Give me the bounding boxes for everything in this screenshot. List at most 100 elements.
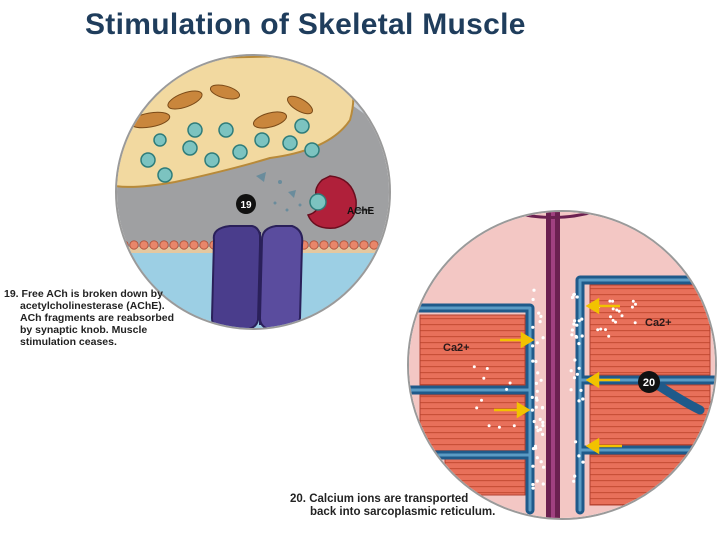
- reticulum-circle: [407, 210, 717, 520]
- calcium-ion: [580, 317, 584, 321]
- calcium-ion: [580, 334, 584, 338]
- calcium-ion: [532, 288, 536, 292]
- calcium-ion: [531, 297, 535, 302]
- calcium-ion: [508, 381, 512, 385]
- calcium-ion: [539, 314, 543, 318]
- mitochondria: [129, 84, 313, 129]
- calcium-ion: [487, 424, 491, 428]
- calcium-ion: [541, 432, 545, 436]
- calcium-ion: [534, 359, 538, 364]
- calcium-ion: [535, 456, 539, 460]
- calcium-ion: [542, 465, 546, 469]
- calcium-ion: [577, 319, 581, 323]
- calcium-ion: [505, 387, 509, 391]
- membrane-bead: [319, 240, 329, 250]
- calcium-ion: [539, 378, 543, 382]
- calcium-ion: [572, 376, 577, 380]
- calcium-ion: [611, 318, 615, 322]
- calcium-ion: [574, 440, 578, 444]
- calcium-ion: [608, 299, 612, 303]
- calcium-ion: [535, 341, 539, 345]
- calcium-ion: [531, 344, 535, 348]
- calcium-ion: [572, 292, 577, 296]
- calcium-ion: [472, 365, 476, 369]
- calcium-ion: [577, 342, 581, 346]
- calcium-ion: [541, 424, 545, 428]
- caption-20-line: Calcium ions are transported: [309, 493, 469, 505]
- membrane-bead: [309, 240, 319, 250]
- membrane-bead: [369, 240, 379, 250]
- calcium-ion: [537, 311, 541, 315]
- calcium-ion: [540, 405, 545, 410]
- calcium-ions: [472, 288, 637, 490]
- calcium-ion: [535, 425, 539, 429]
- calcium-ion: [575, 335, 579, 339]
- calcium-ion: [531, 359, 535, 363]
- calcium-ion: [577, 366, 581, 370]
- caption-19-line: stimulation ceases.: [20, 336, 117, 349]
- caption-19-line: Free ACh is broken down by: [21, 288, 163, 300]
- calcium-ion: [611, 307, 615, 311]
- calcium-ion: [575, 295, 579, 299]
- membrane-bead: [179, 240, 189, 250]
- calcium-ion: [573, 319, 577, 323]
- calcium-ion: [572, 322, 576, 326]
- step-badge-19-label: 19: [240, 200, 252, 211]
- page-title: Stimulation of Skeletal Muscle: [85, 8, 526, 41]
- calcium-ion: [611, 299, 615, 303]
- calcium-ion: [581, 397, 585, 401]
- calcium-ion: [541, 336, 545, 340]
- calcium-ion: [573, 358, 577, 362]
- calcium-ion: [531, 482, 535, 487]
- calcium-label-left: Ca2+: [443, 342, 470, 354]
- calcium-ion: [485, 367, 489, 370]
- calcium-ion: [534, 405, 538, 409]
- calcium-ion: [475, 406, 479, 410]
- caption-19-line: ACh fragments are reabsorbed: [20, 312, 175, 325]
- calcium-ion: [631, 299, 635, 303]
- caption-19-number: 19.: [4, 288, 19, 300]
- caption-19-line: acetylcholinesterase (AChE).: [20, 300, 165, 313]
- calcium-ion: [569, 388, 573, 392]
- calcium-ion: [607, 334, 611, 338]
- ache-label: AChE: [347, 206, 375, 217]
- calcium-ion: [532, 419, 536, 424]
- step-badge-19: [236, 194, 256, 214]
- step-badge-20-label: 20: [643, 377, 655, 389]
- calcium-ion: [570, 328, 575, 332]
- calcium-ion: [482, 376, 486, 380]
- calcium-ion: [535, 389, 539, 393]
- caption-20-line: back into sarcoplasmic reticulum.: [310, 506, 496, 519]
- caption-19-line: by synaptic knob. Muscle: [20, 324, 148, 337]
- calcium-ion: [575, 323, 579, 327]
- ach-receptor-channel: [210, 225, 304, 328]
- junction-circle: [115, 54, 398, 330]
- membrane-bead: [139, 240, 149, 250]
- calcium-ion: [497, 425, 501, 429]
- calcium-ion: [570, 333, 574, 337]
- membrane-bead: [390, 241, 398, 249]
- calcium-ion: [534, 381, 539, 385]
- calcium-ion: [538, 427, 543, 432]
- calcium-ion: [630, 305, 634, 309]
- calcium-ion: [534, 396, 539, 400]
- calcium-ion: [615, 308, 619, 312]
- calcium-ion: [599, 327, 603, 331]
- calcium-ion: [538, 320, 542, 324]
- calcium-ion: [570, 295, 575, 300]
- calcium-ion: [541, 482, 545, 486]
- calcium-ion: [633, 321, 637, 325]
- calcium-ion: [634, 302, 637, 306]
- caption-20-number: 20.: [290, 493, 306, 505]
- calcium-ion: [541, 420, 545, 424]
- caption-step-20: 20. Calcium ions are transported back in…: [290, 493, 550, 519]
- calcium-ion: [573, 474, 577, 478]
- calcium-ion: [535, 479, 539, 483]
- calcium-ion: [531, 486, 535, 490]
- caption-step-19: 19. Free ACh is broken down by acetylcho…: [4, 288, 184, 348]
- synaptic-vesicles: [140, 118, 320, 183]
- calcium-ion: [539, 460, 543, 464]
- calcium-ion: [536, 371, 540, 375]
- calcium-ion: [530, 395, 534, 399]
- calcium-ion: [604, 328, 607, 332]
